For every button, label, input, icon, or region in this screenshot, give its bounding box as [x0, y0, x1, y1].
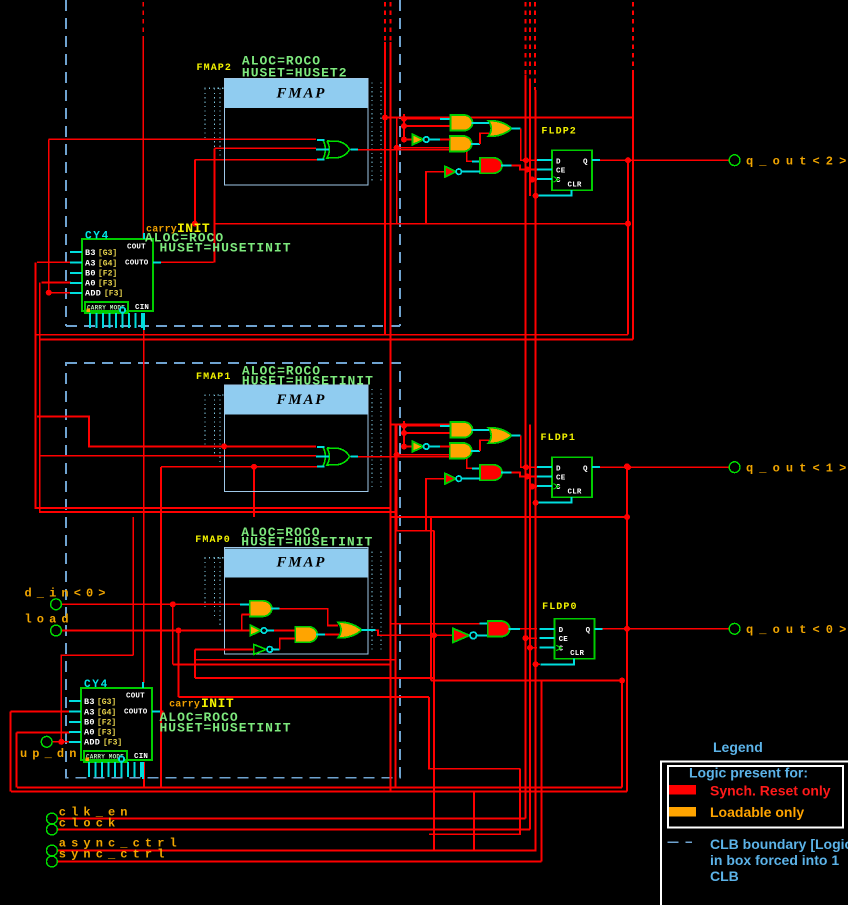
svg-text:clock: clock: [59, 817, 121, 831]
svg-text:HUSET=HUSETINIT: HUSET=HUSETINIT: [241, 535, 373, 550]
svg-text:CLB: CLB: [710, 868, 739, 884]
svg-text:FLDP2: FLDP2: [541, 127, 577, 138]
svg-text:Logic present for:: Logic present for:: [689, 765, 808, 781]
svg-text:q_out<1>: q_out<1>: [746, 462, 848, 476]
svg-text:HUSET=HUSET2: HUSET=HUSET2: [242, 65, 348, 80]
svg-text:HUSET=HUSETINIT: HUSET=HUSETINIT: [160, 721, 292, 736]
svg-text:carry: carry: [169, 700, 200, 711]
svg-text:load: load: [25, 613, 74, 627]
svg-text:FMAP0: FMAP0: [195, 535, 231, 546]
svg-text:Loadable only: Loadable only: [710, 804, 804, 820]
svg-text:FLDP0: FLDP0: [542, 602, 578, 613]
svg-text:ALOC=ROCO: ALOC=ROCO: [242, 54, 321, 69]
svg-text:ALOC=ROCO: ALOC=ROCO: [145, 231, 224, 246]
svg-text:q_out<2>: q_out<2>: [746, 155, 848, 169]
svg-text:FLDP1: FLDP1: [541, 433, 577, 444]
svg-text:in box forced into 1: in box forced into 1: [710, 852, 839, 868]
svg-text:ALOC=ROCO: ALOC=ROCO: [242, 364, 321, 379]
svg-text:async_ctrl: async_ctrl: [59, 837, 182, 851]
svg-text:up_dn: up_dn: [20, 747, 82, 761]
svg-text:Synch. Reset only: Synch. Reset only: [710, 783, 831, 799]
svg-text:INIT: INIT: [201, 696, 234, 711]
svg-text:q_out<0>: q_out<0>: [746, 623, 848, 637]
svg-text:CY4: CY4: [85, 231, 110, 243]
svg-text:HUSET=HUSETINIT: HUSET=HUSETINIT: [242, 374, 374, 389]
svg-text:ALOC=ROCO: ALOC=ROCO: [160, 710, 239, 725]
svg-text:d_in<0>: d_in<0>: [25, 587, 111, 601]
svg-text:HUSET=HUSETINIT: HUSET=HUSETINIT: [160, 241, 292, 256]
svg-text:CY4: CY4: [84, 679, 109, 691]
svg-text:clk_en: clk_en: [59, 806, 133, 820]
svg-text:carry: carry: [146, 225, 177, 236]
svg-text:CLB boundary [Logic: CLB boundary [Logic: [710, 836, 848, 852]
svg-text:INIT: INIT: [177, 221, 210, 236]
svg-text:Legend: Legend: [713, 739, 763, 755]
svg-text:sync_ctrl: sync_ctrl: [59, 848, 170, 862]
svg-text:FMAP2: FMAP2: [197, 63, 233, 74]
svg-text:ALOC=ROCO: ALOC=ROCO: [241, 525, 320, 540]
svg-text:FMAP1: FMAP1: [196, 372, 232, 383]
